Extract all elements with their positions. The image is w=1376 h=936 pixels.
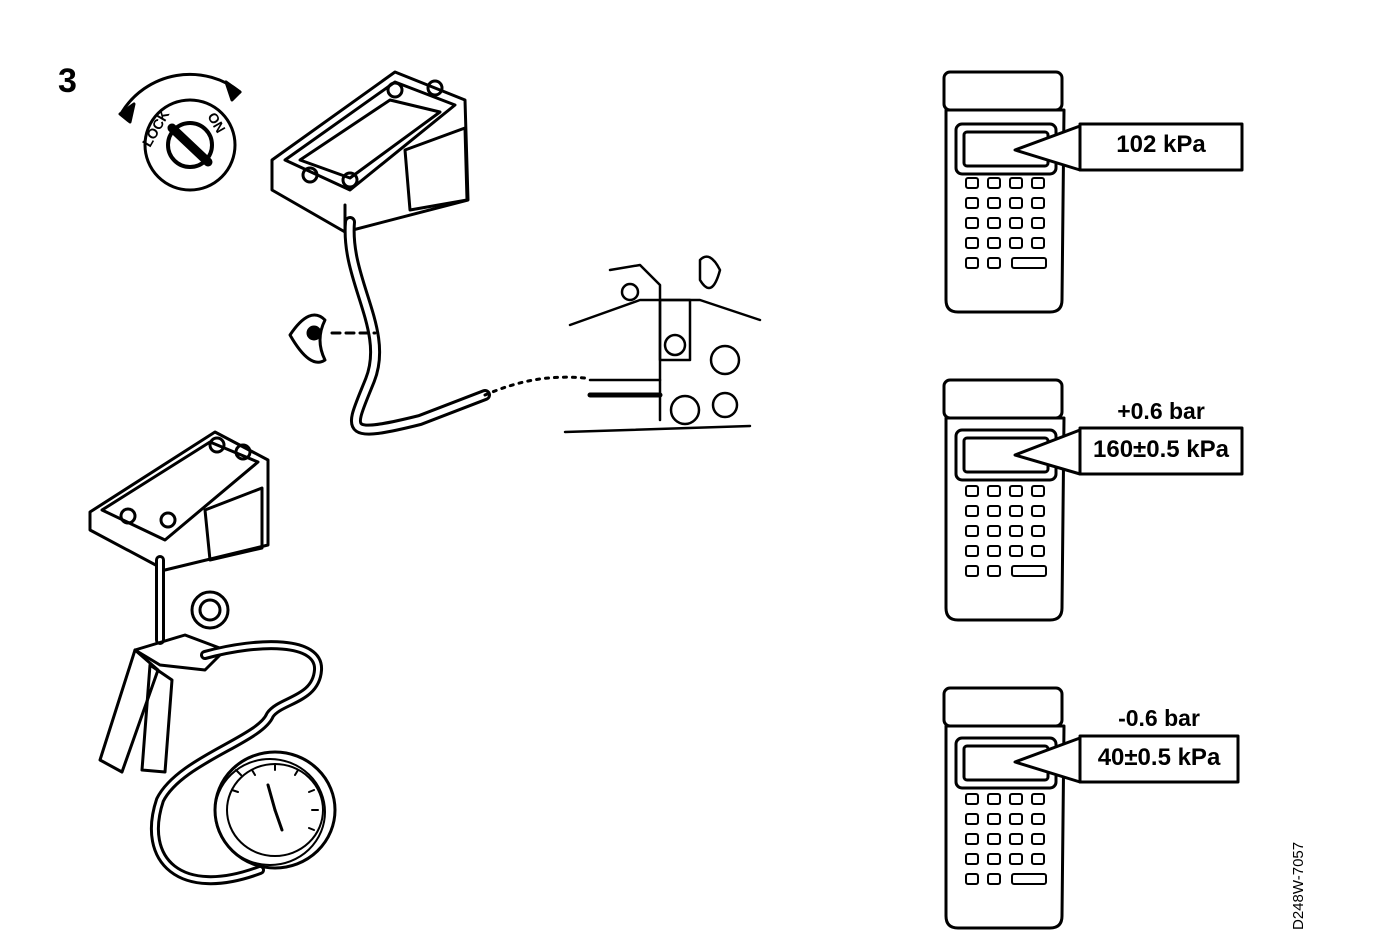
handheld-tester-icon <box>942 378 1244 622</box>
reading-value: 160±0.5 kPa <box>1093 436 1229 463</box>
reading-pressure-change: +0.6 bar <box>1117 398 1205 424</box>
engine-connection-icon <box>563 255 762 434</box>
hand-pump-icon <box>98 555 230 774</box>
figure-id: D248W-7057 <box>1290 841 1307 930</box>
reading-value: 102 kPa <box>1116 131 1206 158</box>
hose-dotted-link <box>483 375 587 397</box>
eye-icon <box>288 313 377 364</box>
ignition-lock-icon: LOCK ON <box>118 72 242 192</box>
vacuum-hose-inner <box>346 219 488 433</box>
reading-value: 40±0.5 kPa <box>1097 744 1221 771</box>
handheld-tester-icon <box>942 686 1240 930</box>
pressure-sensor-icon <box>88 430 270 572</box>
pressure-gauge-icon <box>213 750 337 870</box>
handheld-tester-icon <box>942 70 1244 314</box>
gauge-hose-inner <box>153 643 321 883</box>
reading-pressure-change: -0.6 bar <box>1118 705 1200 731</box>
gauge-hose <box>150 640 323 886</box>
pressure-sensor-icon <box>270 70 470 234</box>
step-number: 3 <box>58 62 77 100</box>
